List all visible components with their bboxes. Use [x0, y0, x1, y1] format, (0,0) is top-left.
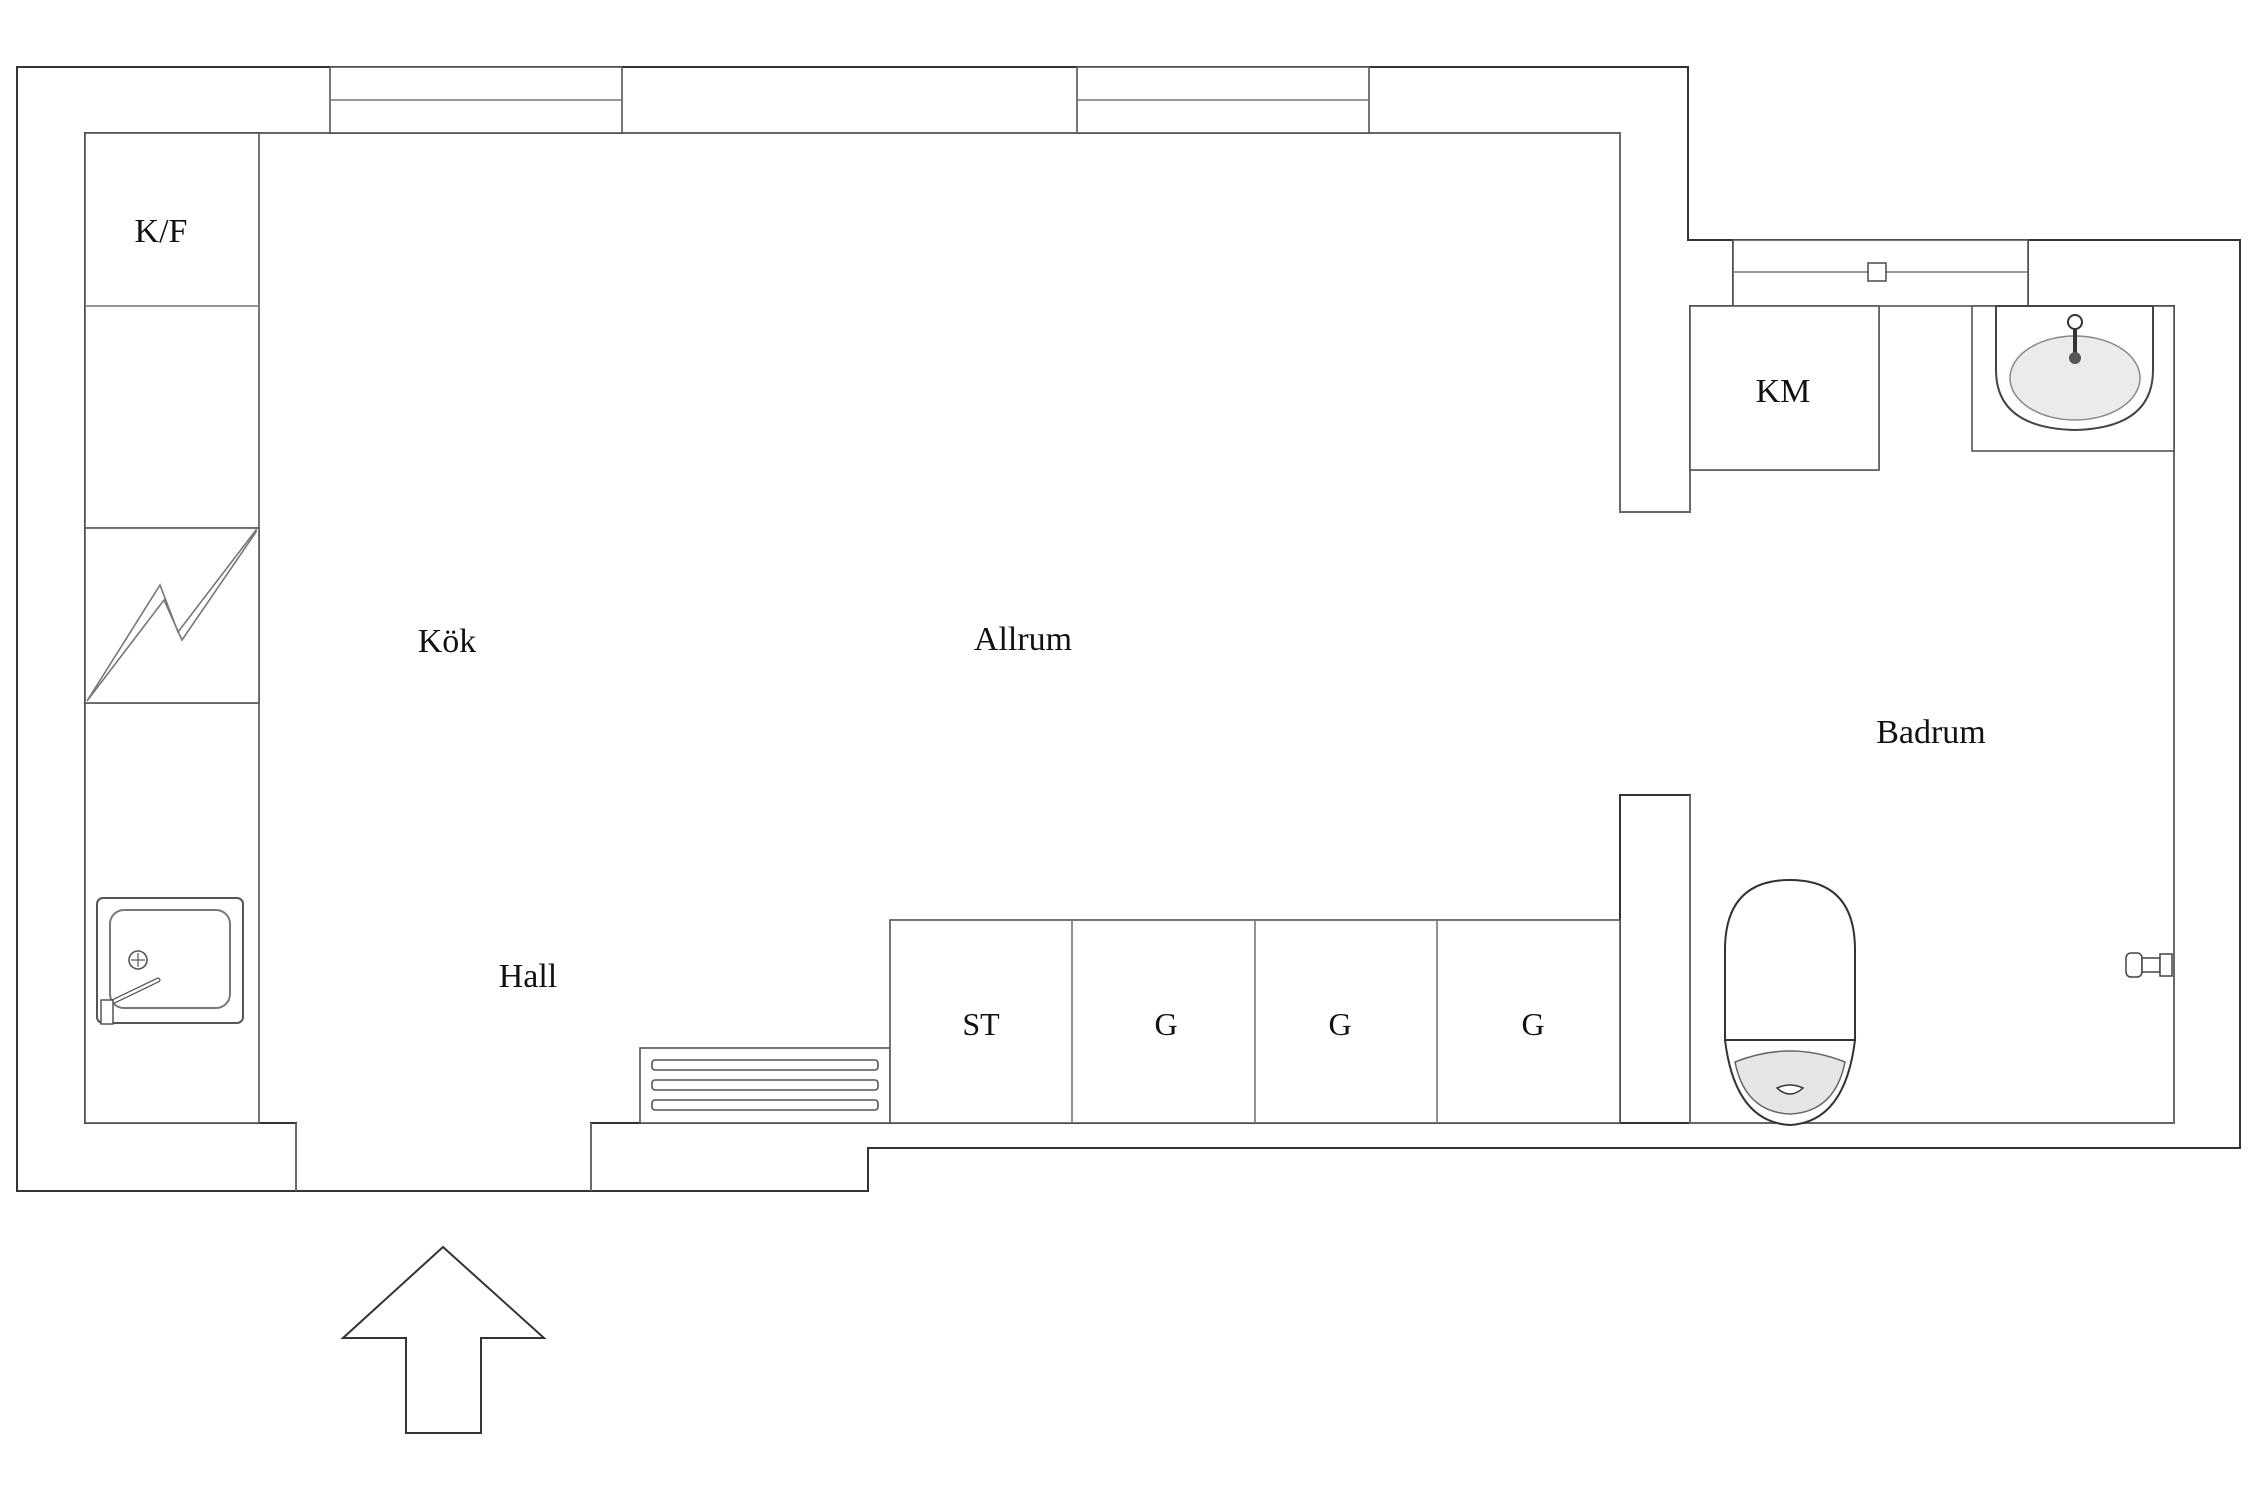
g-label-3: G: [1521, 1006, 1544, 1042]
stove-icon: [84, 527, 260, 704]
g-label-2: G: [1328, 1006, 1351, 1042]
kf-label: K/F: [135, 213, 188, 250]
st-label: ST: [962, 1006, 1000, 1042]
radiator-icon: [639, 1047, 891, 1124]
toilet-icon: [1723, 878, 1857, 1127]
window-right: [1076, 66, 1370, 134]
km-label: KM: [1756, 373, 1811, 410]
g-label-1: G: [1154, 1006, 1177, 1042]
room-label-kok: Kök: [418, 623, 477, 660]
wardrobe-row: [889, 919, 1621, 1124]
room-label-allrum: Allrum: [974, 621, 1072, 658]
washbasin-icon: [1971, 305, 2175, 452]
km-cabinet: [1689, 305, 1880, 471]
room-label-hall: Hall: [499, 958, 558, 995]
kitchen-sink-icon: [96, 897, 244, 1025]
window-left: [329, 66, 623, 134]
valve-icon: [2125, 952, 2173, 978]
window-bathroom: [1732, 239, 2029, 307]
room-label-badrum: Badrum: [1876, 714, 1986, 751]
entrance-arrow-icon: [340, 1245, 547, 1434]
